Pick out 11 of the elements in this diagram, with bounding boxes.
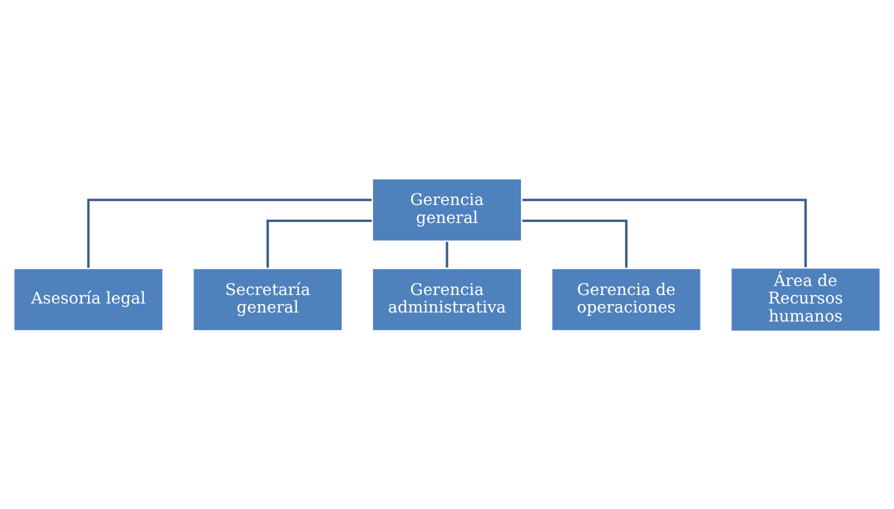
connector [266,219,372,268]
connector [87,198,372,268]
node-box: Asesoría legal [12,266,165,332]
node-box: Secretaría general [191,266,344,332]
connector [522,219,628,268]
node-box: Área de Recursos humanos [729,266,882,332]
node-box: Gerencia general [370,176,524,242]
node-box: Gerencia de operaciones [550,266,703,332]
node-box: Gerencia administrativa [370,266,524,332]
connector [522,198,807,267]
connector [446,241,448,268]
